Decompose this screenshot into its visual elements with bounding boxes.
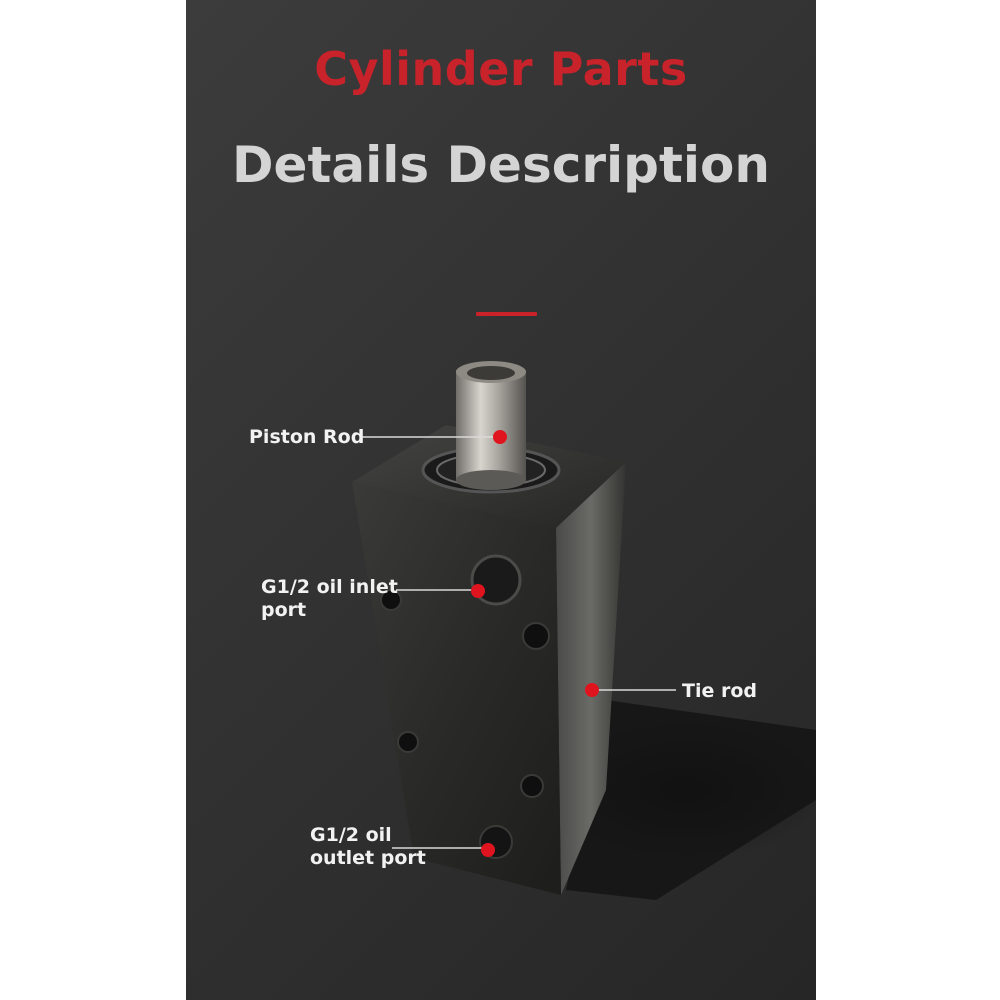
- outlet-marker: [481, 843, 495, 857]
- mount-hole-2: [380, 589, 402, 611]
- oil-outlet-label: G1/2 oil outlet port: [310, 824, 426, 869]
- mount-hole-1: [522, 622, 550, 650]
- tie-rod-label: Tie rod: [682, 680, 757, 702]
- mount-hole-4: [520, 774, 544, 798]
- tie-rod-marker: [585, 683, 599, 697]
- rod-base: [456, 470, 526, 490]
- piston-rod: [456, 370, 526, 480]
- oil-inlet-label: G1/2 oil inlet port: [261, 576, 398, 621]
- piston-rod-label: Piston Rod: [249, 426, 365, 448]
- mount-hole-3: [397, 731, 419, 753]
- inlet-marker: [471, 584, 485, 598]
- page-title: Cylinder Parts: [314, 42, 688, 96]
- block-side-face: [556, 462, 626, 895]
- cylinder-photo: [352, 361, 816, 900]
- product-panel: Cylinder Parts Details Description: [186, 0, 816, 1000]
- piston-rod-marker: [493, 430, 507, 444]
- page-subtitle: Details Description: [232, 136, 770, 194]
- rod-bore: [467, 366, 515, 380]
- accent-divider: [476, 312, 537, 316]
- shadow-blur: [546, 720, 816, 860]
